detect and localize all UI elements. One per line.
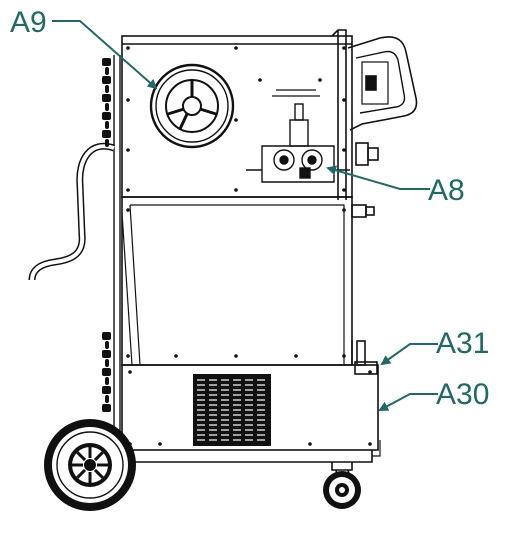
upper-cabinet [121,35,353,198]
leader-a8 [326,165,430,190]
leader-lines [52,20,438,411]
front-bezel [331,29,347,200]
callout-a9: A9 [10,6,47,39]
wire-feeder [246,89,350,183]
vent-grille [193,374,271,446]
rear-wheel [44,419,136,511]
lower-cabinet [121,196,353,366]
callout-a8: A8 [428,174,465,207]
safety-chain [102,58,111,412]
leader-a31 [380,343,438,366]
wire-spool [149,63,235,149]
leader-a30 [378,393,438,411]
front-caster [323,462,361,509]
base-unit [121,364,379,451]
callout-a31: A31 [436,327,490,360]
callout-a30: A30 [436,378,490,411]
leader-a9 [52,20,158,90]
